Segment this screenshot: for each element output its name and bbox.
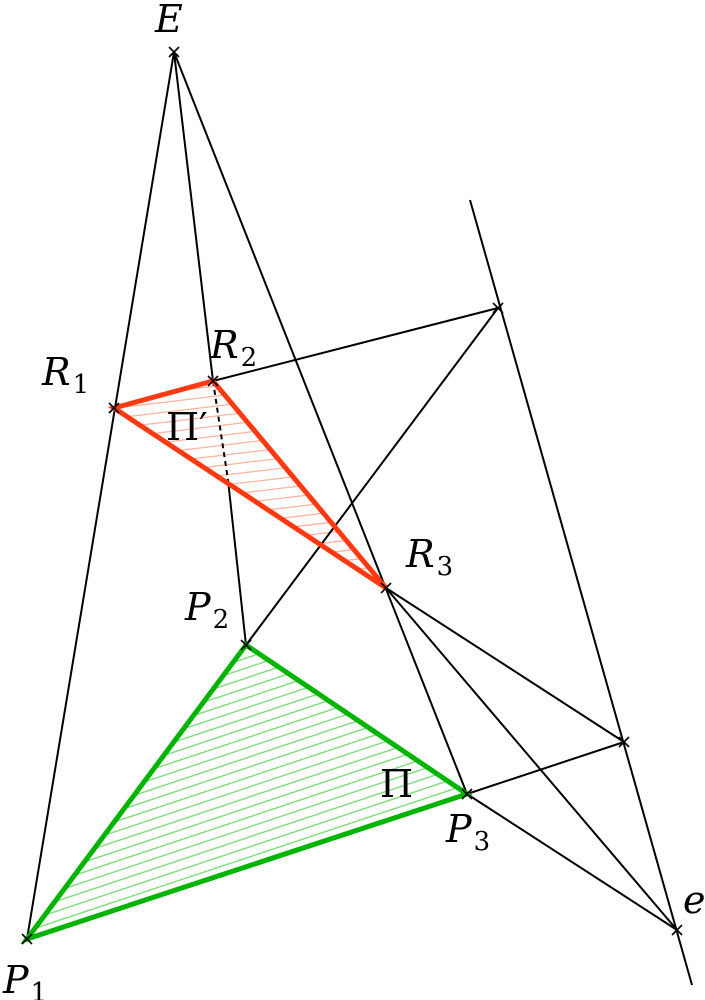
hatch-line [27,702,467,871]
hatch-line [114,553,386,588]
line-E-P3 [173,51,468,795]
point-R1 [108,402,120,414]
point-R3 [380,582,392,594]
hatch-line [27,645,467,761]
hatch-line [27,645,467,721]
point-P1 [21,933,33,945]
hatch-line [27,645,467,811]
line-R3-axis-lower [385,587,678,931]
line-P3-axis-lower [466,793,678,931]
hatch-line [114,453,386,491]
line-R2-dashed-segment [212,380,229,481]
hatch-line [114,473,386,511]
hatch-line [27,762,467,931]
label-R2: R2 [209,323,257,373]
point-P2 [240,639,252,651]
hatch-line [114,513,386,551]
hatch-line [27,672,467,841]
hatch-line [27,645,467,751]
triangle-pi-prime-hatching [114,381,386,588]
triangle-pi [20,641,473,944]
hatch-line [114,483,386,521]
line-E-P1 [26,51,175,940]
hatch-line [27,742,467,911]
label-e: e [683,878,705,922]
hatch-line [27,692,467,861]
hatch-line [27,652,467,821]
line-R3-axis-upper [385,587,625,743]
label-P2: P2 [184,585,229,635]
hatch-line [27,752,467,921]
line-P2-axis [245,307,499,646]
point-axis-mid [618,736,630,748]
point-R2 [207,375,219,387]
point-P3 [461,788,473,800]
label-P3: P3 [445,807,490,857]
label-E: E [154,0,183,41]
hatch-line [27,645,467,801]
line-E-R2 [173,51,214,382]
point-axis-bottom [671,924,683,936]
hatch-line [27,772,467,939]
label-pi: Π [380,762,413,806]
line-R2-axis [212,307,499,382]
hatch-line [114,381,386,411]
line-e [469,199,693,986]
line-P3-axis-upper [466,741,625,795]
hatch-line [114,413,386,451]
hatch-line [27,712,467,881]
point-markers [21,46,683,945]
triangle-pi-prime [108,378,388,591]
line-to-P2 [227,479,247,646]
point-axis-top [492,302,504,314]
hatch-line [27,645,467,741]
label-pi-prime: Π′ [166,405,208,449]
hatch-line [114,433,386,471]
point-E [168,46,180,58]
label-R1: R1 [41,350,89,400]
hatch-line [114,463,386,501]
hatch-line [114,443,386,481]
label-R3: R3 [405,532,453,582]
construction-lines [26,51,693,986]
label-P1: P1 [2,958,47,1000]
